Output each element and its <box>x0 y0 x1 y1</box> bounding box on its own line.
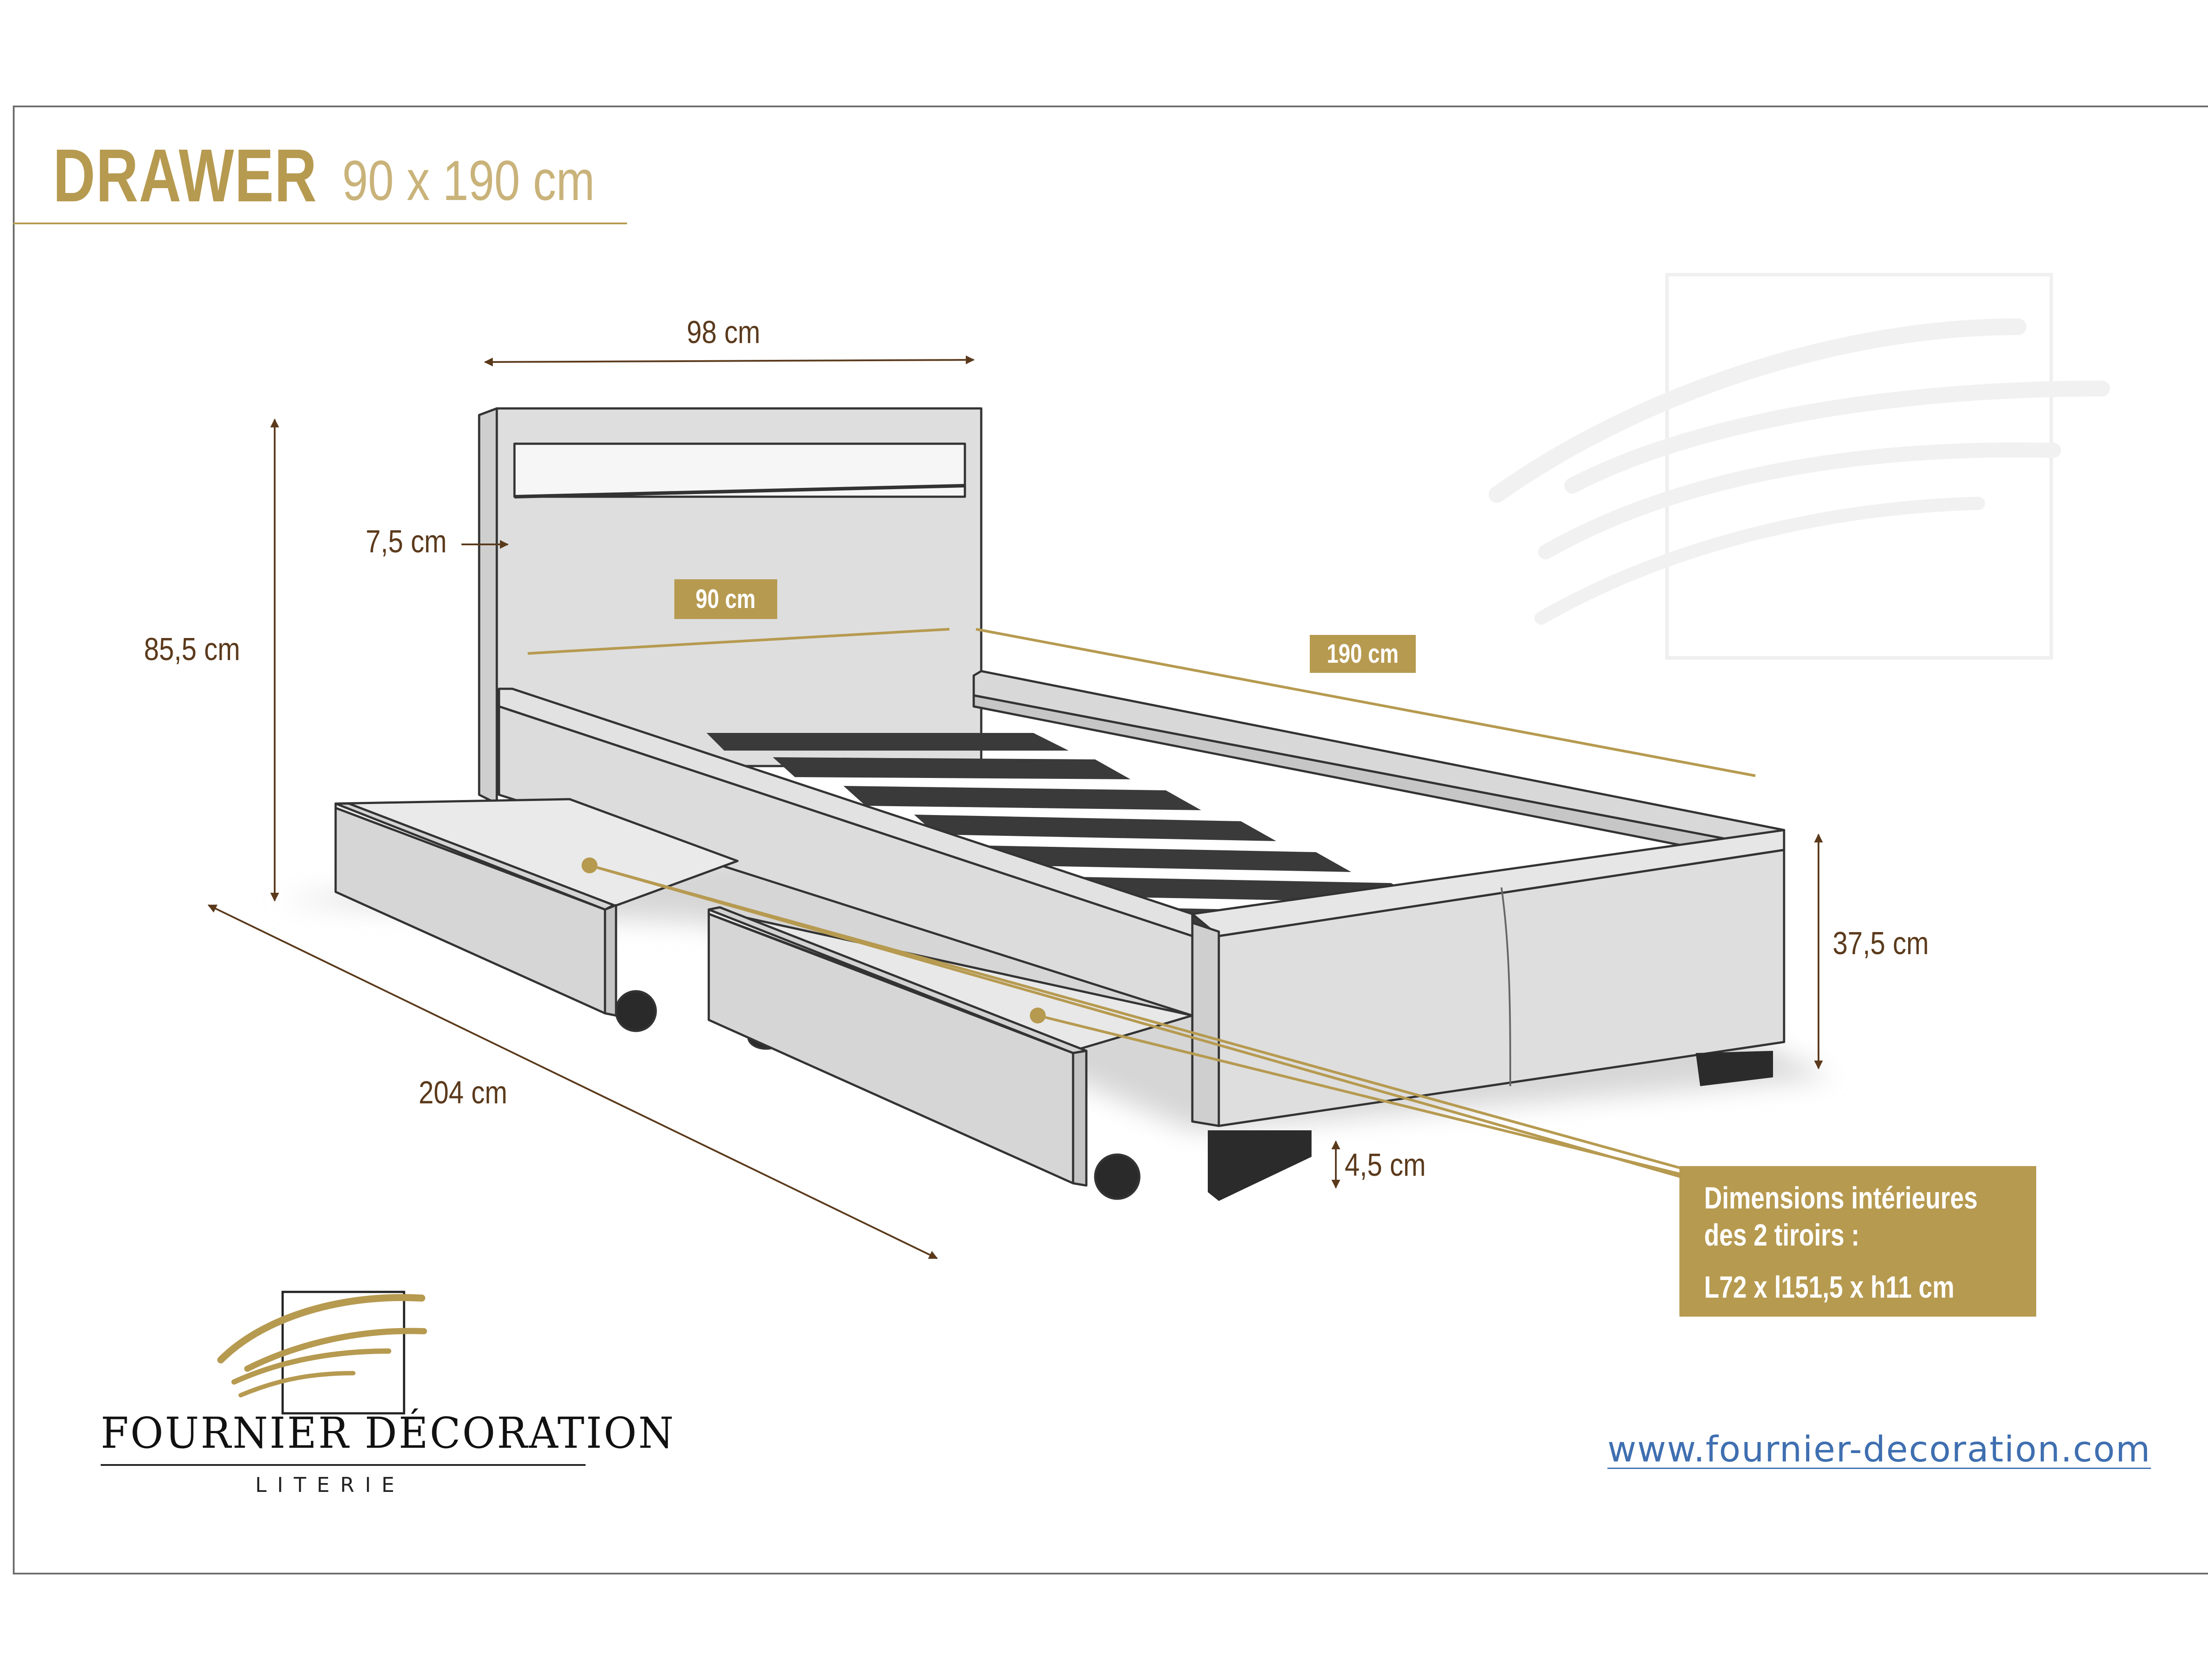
title-underline <box>13 223 627 224</box>
foot-board <box>1191 829 1785 1127</box>
brand-subtitle: LITERIE <box>255 1473 405 1497</box>
watermark-logo <box>1489 273 2110 660</box>
title-size: 90 x 190 cm <box>342 149 595 212</box>
back-rail <box>972 670 1785 867</box>
label-side-height: 37,5 cm <box>1833 926 1929 961</box>
bed-legs <box>1208 1051 1773 1201</box>
brand-name: FOURNIER DÉCORATION <box>101 1408 676 1458</box>
drawer-info-line2: des 2 tiroirs : <box>1704 1218 1860 1252</box>
brand-logo-mark <box>217 1291 427 1415</box>
tag-inner-width: 90 cm <box>674 579 777 619</box>
page-frame <box>13 106 2208 1574</box>
drawer-interior-dimensions-box: Dimensions intérieures des 2 tiroirs : L… <box>1679 1166 2036 1317</box>
product-title: DRAWER 90 x 190 cm <box>53 132 595 219</box>
dimension-arrows <box>208 355 1823 1259</box>
label-headboard-thickness: 7,5 cm <box>366 524 447 559</box>
brand-underline <box>101 1464 586 1466</box>
title-name: DRAWER <box>53 134 318 218</box>
drawer-info-line3: L72 x l151,5 x h11 cm <box>1704 1270 1955 1304</box>
drawer-info-line1: Dimensions intérieures <box>1704 1181 1978 1215</box>
label-total-length: 204 cm <box>419 1075 507 1110</box>
label-headboard-width: 98 cm <box>687 315 760 350</box>
website-link[interactable]: www.fournier-decoration.com <box>1607 1429 2151 1470</box>
label-feet-height: 4,5 cm <box>1345 1148 1426 1183</box>
tag-inner-length: 190 cm <box>1310 635 1416 673</box>
label-total-height: 85,5 cm <box>144 632 240 667</box>
